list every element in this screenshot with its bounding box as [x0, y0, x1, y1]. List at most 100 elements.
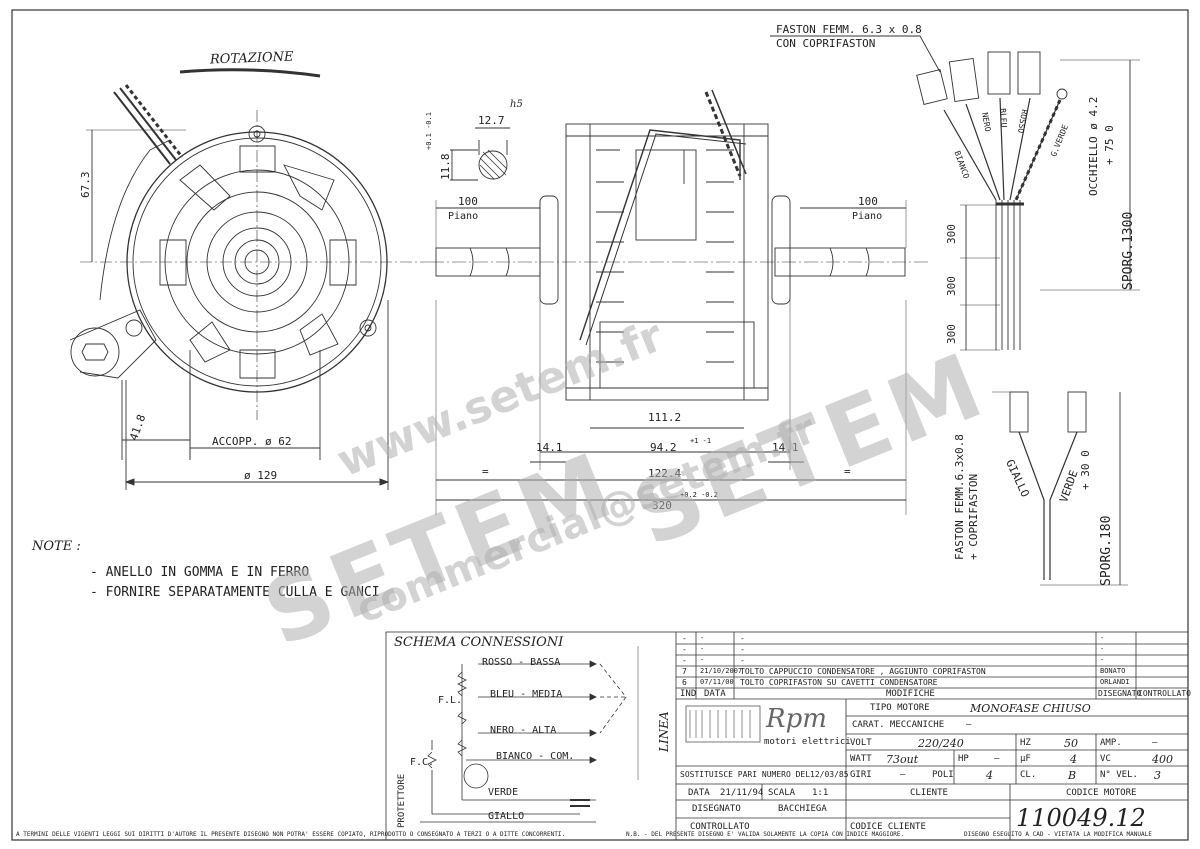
shaft-tolerance: h5	[510, 99, 523, 110]
revision-text: TOLTO CAPPUCCIO CONDENSATORE , AGGIUNTO …	[740, 667, 986, 676]
wire-verde: VERDE	[488, 787, 519, 798]
tol-30: + 30 0	[1079, 450, 1092, 490]
revision-ind: 6	[682, 678, 687, 687]
revision-date: -	[700, 634, 705, 642]
revision-date: 21/10/2007	[700, 667, 743, 675]
data-value: 21/11/94	[720, 788, 764, 798]
volt-value: 220/240	[918, 737, 964, 750]
coprifaston-cap-label: + COPRIFASTON	[967, 473, 980, 560]
revision-ind: -	[682, 645, 687, 654]
dim-100-right: 100	[858, 195, 878, 208]
rev-header-date: DATA	[704, 689, 726, 699]
controllato-label: CONTROLLATO	[690, 822, 750, 832]
eq-left: =	[482, 465, 489, 478]
sporg-1300: SPORG.1300	[1121, 211, 1136, 290]
rev-header-ctrl: CONTROLLATO	[1138, 689, 1191, 698]
tipo-motore-value: MONOFASE CHIUSO	[970, 702, 1091, 715]
volt-label: VOLT	[850, 738, 872, 748]
faston-cap-label: FASTON FEMM.6.3x0.8	[953, 434, 966, 560]
wire-bleu: BLEU	[998, 107, 1009, 128]
side-view	[430, 89, 930, 515]
title-block	[385, 631, 1189, 841]
carat-value: —	[966, 720, 972, 730]
dim-14-1-left: 14.1	[536, 441, 563, 454]
wire-nero-alta: NERO - ALTA	[490, 725, 557, 736]
notes-heading: NOTE :	[32, 539, 81, 554]
dim-14-1-right: 14.1	[772, 441, 799, 454]
tipo-motore-label: TIPO MOTORE	[870, 703, 930, 713]
cl-label: CL.	[1020, 770, 1037, 780]
tol-75: + 75 0	[1103, 125, 1116, 165]
amp-value: —	[1152, 738, 1158, 748]
hp-label: HP	[958, 754, 969, 764]
dim-100-left: 100	[458, 195, 478, 208]
hz-value: 50	[1064, 737, 1078, 750]
dim-300-b: 300	[945, 276, 958, 296]
footer-nb: N.B. - DEL PRESENTE DISEGNO E' VALIDA SO…	[626, 831, 905, 838]
poli-value: 4	[986, 769, 993, 782]
codice-motore-value: 110049.12	[1016, 804, 1146, 832]
codice-motore-label: CODICE MOTORE	[1066, 788, 1137, 798]
dim-94-2: 94.2	[650, 441, 677, 454]
footer-copyright: A TERMINI DELLE VIGENTI LEGGI SUI DIRITT…	[16, 831, 566, 838]
hp-value: —	[994, 754, 1000, 764]
footer-cad: DISEGNO ESEGUITO A CAD - VIETATA LA MODI…	[964, 831, 1152, 838]
sporg-180: SPORG.180	[1099, 515, 1114, 586]
rev-header-mod: MODIFICHE	[886, 689, 935, 699]
poli-label: POLI	[932, 770, 954, 780]
carat-label: CARAT. MECCANICHE	[852, 720, 945, 730]
eq-right: =	[844, 465, 851, 478]
revision-text: -	[740, 645, 745, 654]
cliente-label: CLIENTE	[910, 788, 948, 798]
amp-label: AMP.	[1100, 738, 1122, 748]
uf-value: 4	[1070, 753, 1077, 766]
wire-giallo: GIALLO	[488, 811, 525, 822]
revision-by: BONATO	[1100, 667, 1126, 675]
note-line-1: - ANELLO IN GOMMA E IN FERRO	[90, 565, 310, 580]
scala-value: 1:1	[812, 788, 829, 798]
watt-label: WATT	[850, 754, 872, 764]
accopp-label: ACCOPP. ø 62	[212, 435, 292, 448]
linea-label: LINEA	[657, 711, 671, 752]
fl-label: F.L.	[438, 695, 463, 706]
capacitor-leads	[992, 391, 1128, 586]
dim-12-7: 12.7	[478, 114, 505, 127]
nvel-value: 3	[1154, 769, 1161, 782]
giri-value: —	[900, 770, 906, 780]
dim-320: 320	[652, 499, 672, 512]
sheet-border	[11, 9, 1189, 841]
wire-rosso-bassa: ROSSO - BASSA	[482, 657, 561, 668]
revision-text: -	[740, 634, 745, 643]
revision-ind: 7	[682, 667, 687, 676]
logo-subtitle: motori elettrici	[764, 737, 851, 747]
revision-ind: -	[682, 656, 687, 665]
codice-cliente-label: CODICE CLIENTE	[850, 822, 926, 832]
end-view	[69, 68, 430, 490]
nvel-label: N° VEL.	[1100, 770, 1138, 780]
cl-value: B	[1068, 769, 1077, 782]
disegnato-value: BACCHIEGA	[778, 804, 827, 814]
dia-129: ø 129	[244, 469, 278, 482]
tol-11-8: +0.1 -0.1	[425, 112, 433, 150]
watt-value: 73out	[886, 753, 919, 766]
revision-ind: -	[682, 634, 687, 643]
disegnato-label: DISEGNATO	[692, 804, 741, 814]
vc-value: 400	[1152, 753, 1173, 766]
wire-bianco-com: BIANCO - COM.	[496, 751, 575, 762]
tol-94-2: +1 -1	[690, 437, 712, 445]
note-line-2: - FORNIRE SEPARATAMENTE CULLA E GANCI	[90, 585, 380, 600]
logo-name: Rpm	[766, 704, 827, 734]
dim-122-4: 122.4	[648, 467, 682, 480]
rev-header-dis: DISEGNATO	[1098, 689, 1142, 698]
fc-label: F.C.	[410, 757, 435, 768]
revision-by: -	[1100, 656, 1105, 664]
rev-header-ind: IND	[680, 689, 697, 699]
dim-67-3: 67.3	[79, 171, 92, 199]
revision-date: 07/11/00	[700, 678, 734, 686]
sostituisce-date: 12/03/85	[810, 770, 849, 779]
wire-bleu-media: BLEU - MEDIA	[490, 689, 563, 700]
hz-label: HZ	[1020, 738, 1031, 748]
revision-date: -	[700, 645, 705, 653]
faston-top-label: FASTON FEMM. 6.3 x 0.8	[776, 23, 922, 36]
